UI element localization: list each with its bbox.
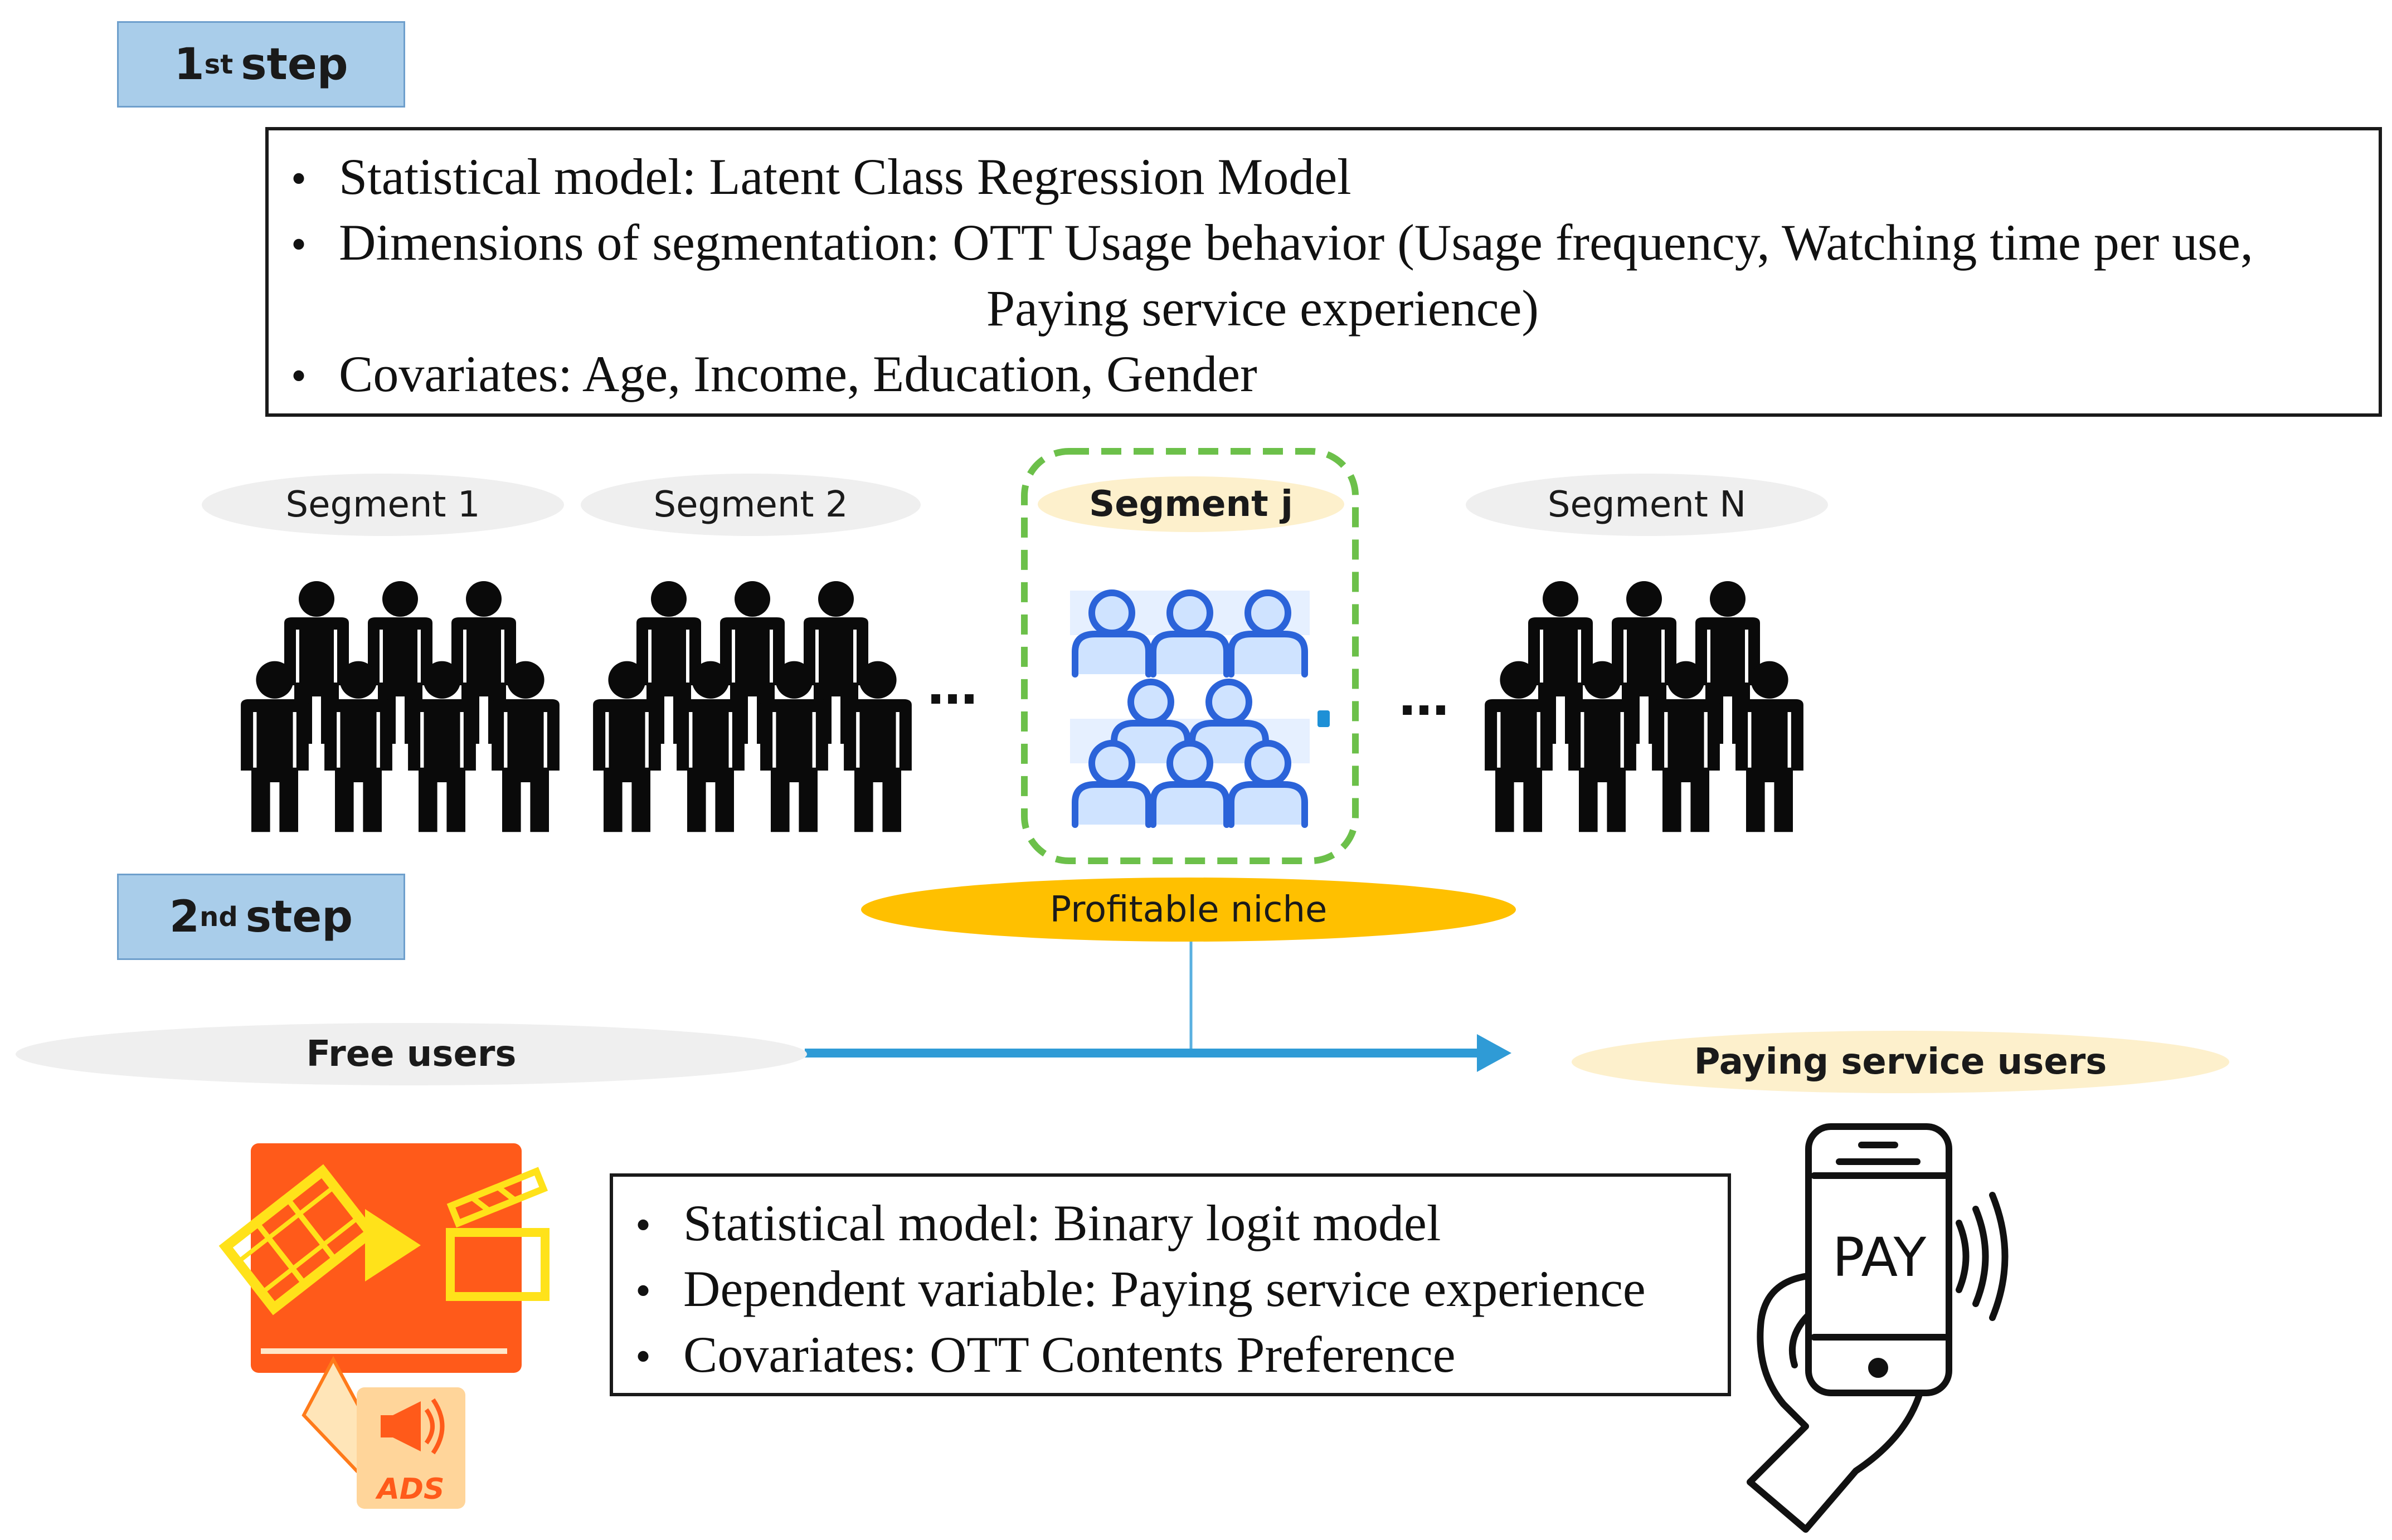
step1-line-dimensions: Dimensions of segmentation: OTT Usage be… <box>339 214 2253 271</box>
step2-label: step <box>245 891 353 942</box>
segment1-label: Segment 1 <box>202 474 564 536</box>
ads-video-icon: ADS <box>218 1143 550 1509</box>
segment1-crowd-icon <box>241 581 560 832</box>
step2-line-dependent: Dependent variable: Paying service exper… <box>683 1260 1646 1317</box>
bullet: • <box>635 1266 652 1315</box>
segmentj-label: Segment j <box>1038 476 1344 532</box>
transition-arrow <box>805 1034 1511 1072</box>
pay-text: PAY <box>1832 1226 1927 1289</box>
step1-line-dimensions-cont: Paying service experience) <box>986 280 1539 337</box>
ads-text: ADS <box>375 1473 445 1506</box>
step1-ordinal: 1 <box>174 39 205 90</box>
step2-ordinal: 2 <box>169 891 200 942</box>
step1-line-covariates: Covariates: Age, Income, Education, Gend… <box>339 345 1257 402</box>
step1-line-model: Statistical model: Latent Class Regressi… <box>339 148 1351 205</box>
bullet: • <box>291 154 307 203</box>
bullet: • <box>291 352 307 401</box>
free-users-label: Free users <box>16 1023 807 1085</box>
segmentN-label: Segment N <box>1466 474 1828 536</box>
segment2-crowd-icon <box>593 581 912 832</box>
segmentj-text: Segment j <box>1089 484 1293 525</box>
ellipsis-right: … <box>1399 669 1452 727</box>
paying-users-label: Paying service users <box>1572 1031 2229 1093</box>
segment2-text: Segment 2 <box>653 484 848 525</box>
step1-label: step <box>241 39 348 90</box>
bullet: • <box>291 220 307 269</box>
step1-info-box: • Statistical model: Latent Class Regres… <box>265 127 2382 417</box>
paying-users-text: Paying service users <box>1694 1041 2107 1083</box>
profitable-niche-text: Profitable niche <box>1049 889 1328 930</box>
bullet: • <box>635 1332 652 1381</box>
segment2-label: Segment 2 <box>581 474 921 536</box>
step2-line-covariates: Covariates: OTT Contents Preference <box>683 1326 1456 1383</box>
segmentN-text: Segment N <box>1547 484 1747 525</box>
segment1-text: Segment 1 <box>285 484 480 525</box>
pay-phone-icon <box>1747 1123 2009 1533</box>
ellipsis-left: … <box>927 657 981 716</box>
step2-line-model: Statistical model: Binary logit model <box>683 1195 1441 1251</box>
profitable-niche-badge: Profitable niche <box>861 878 1516 942</box>
segmentj-crowd-icon <box>1070 591 1330 825</box>
free-users-text: Free users <box>306 1034 517 1075</box>
bullet: • <box>635 1201 652 1250</box>
step2-info-box: • Statistical model: Binary logit model … <box>610 1173 1731 1396</box>
segmentN-crowd-icon <box>1485 581 1803 832</box>
segmentj-highlight-frame <box>1021 448 1359 864</box>
